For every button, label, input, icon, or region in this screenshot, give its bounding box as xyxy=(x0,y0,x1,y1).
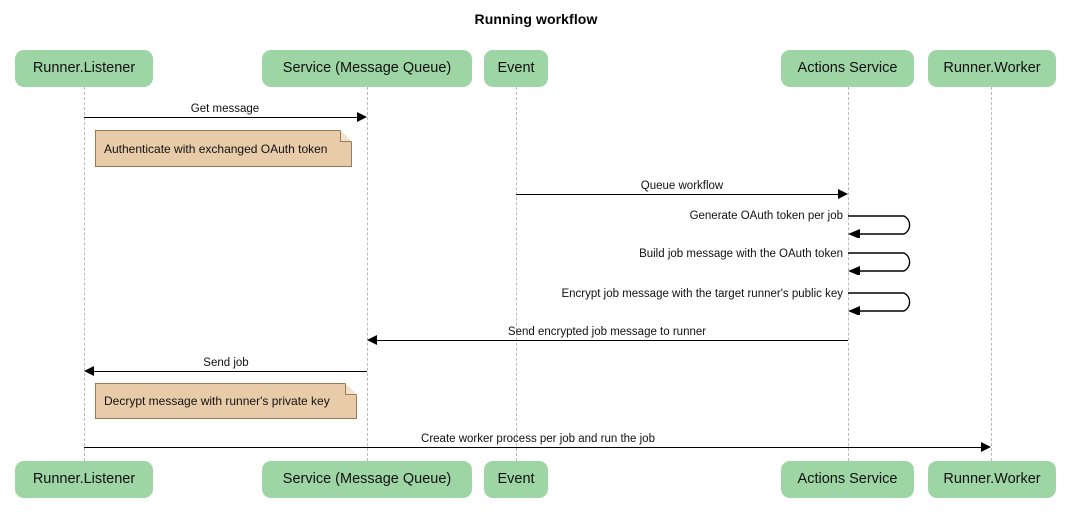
message-label-queue-workflow: Queue workflow xyxy=(640,180,724,192)
participant-top-event[interactable]: Event xyxy=(484,50,548,87)
message-line-send-job xyxy=(94,371,367,372)
message-line-send-encrypted-job-message xyxy=(377,340,848,341)
message-line-queue-workflow xyxy=(516,194,838,195)
participant-bottom-runner-listener[interactable]: Runner.Listener xyxy=(15,461,153,498)
participant-top-service-message-queue[interactable]: Service (Message Queue) xyxy=(262,50,472,87)
message-label-encrypt-job-message: Encrypt job message with the target runn… xyxy=(561,288,843,300)
message-label-build-job-message: Build job message with the OAuth token xyxy=(639,248,843,260)
participant-bottom-runner-worker[interactable]: Runner.Worker xyxy=(928,461,1056,498)
message-arrowhead-queue-workflow xyxy=(838,189,848,199)
lifeline-service-message-queue xyxy=(367,87,368,461)
message-selfloop-encrypt-job-message xyxy=(848,292,911,315)
note-authenticate-text: Authenticate with exchanged OAuth token xyxy=(104,141,328,156)
message-arrowhead-send-encrypted-job-message xyxy=(367,335,377,345)
participant-top-actions-service[interactable]: Actions Service xyxy=(781,50,914,87)
lifeline-runner-listener xyxy=(84,87,85,461)
message-arrowhead-get-message xyxy=(357,112,367,122)
message-arrowhead-send-job xyxy=(84,366,94,376)
message-label-get-message: Get message xyxy=(190,103,260,115)
participant-bottom-event[interactable]: Event xyxy=(484,461,548,498)
note-authenticate: Authenticate with exchanged OAuth token xyxy=(95,130,352,167)
lifeline-runner-worker xyxy=(991,87,992,461)
lifeline-event xyxy=(516,87,517,461)
message-label-generate-oauth-token: Generate OAuth token per job xyxy=(689,210,843,222)
lifeline-actions-service xyxy=(848,87,849,461)
message-label-create-worker-process: Create worker process per job and run th… xyxy=(421,433,655,445)
message-selfloop-generate-oauth-token xyxy=(848,215,911,238)
message-line-create-worker-process xyxy=(84,447,981,448)
note-decrypt: Decrypt message with runner's private ke… xyxy=(95,383,357,419)
message-label-send-job: Send job xyxy=(203,357,249,369)
note-decrypt-text: Decrypt message with runner's private ke… xyxy=(104,394,330,408)
diagram-title: Running workflow xyxy=(474,11,598,27)
participant-bottom-actions-service[interactable]: Actions Service xyxy=(781,461,914,498)
participant-bottom-service-message-queue[interactable]: Service (Message Queue) xyxy=(262,461,472,498)
message-arrowhead-create-worker-process xyxy=(981,442,991,452)
participant-top-runner-worker[interactable]: Runner.Worker xyxy=(928,50,1056,87)
message-selfloop-build-job-message xyxy=(848,252,911,275)
message-line-get-message xyxy=(84,117,357,118)
participant-top-runner-listener[interactable]: Runner.Listener xyxy=(15,50,153,87)
message-label-send-encrypted-job-message: Send encrypted job message to runner xyxy=(507,326,707,338)
